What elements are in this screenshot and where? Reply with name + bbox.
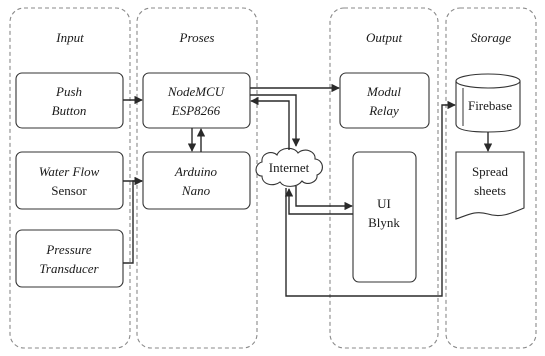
water-flow-sensor-node [15, 151, 124, 210]
column-title-input: Input [55, 30, 84, 45]
column-title-storage: Storage [471, 30, 512, 45]
arduino-label-line2: Nano [181, 183, 211, 198]
firebase-database [455, 73, 521, 133]
arduino-nano-node [142, 151, 251, 210]
modul-relay-node [339, 72, 430, 129]
nodemcu-label-line2: ESP8266 [171, 103, 221, 118]
link-internet-to-firebase [285, 100, 456, 297]
nodemcu-node [142, 72, 251, 129]
nodemcu-label-line1: NodeMCU [167, 84, 226, 99]
arrow-blynk-to-internet [284, 188, 353, 215]
push-button-label-line1: Push [55, 84, 82, 99]
water-flow-label-line2: Sensor [51, 183, 87, 198]
modul-relay-label-line2: Relay [368, 103, 399, 118]
arrow-internet-to-nodemcu-inner [250, 96, 290, 150]
pressure-label-line1: Pressure [45, 242, 91, 257]
ui-blynk-node [352, 151, 417, 283]
modul-relay-label-line1: Modul [366, 84, 401, 99]
pressure-label-line2: Transducer [39, 261, 99, 276]
arrow-nodemcu-to-internet-outer [250, 94, 301, 147]
internet-label: Internet [269, 160, 310, 175]
column-storage [445, 7, 537, 349]
ui-blynk-label-line1: UI [377, 196, 391, 211]
arrow-pressure-to-arduino [123, 176, 143, 264]
column-output [329, 7, 439, 349]
spreadsheets-label-line1: Spread [472, 164, 509, 179]
spreadsheets-label-line2: sheets [474, 183, 506, 198]
spreadsheets-document [455, 151, 525, 220]
ui-blynk-label-line2: Blynk [368, 215, 400, 230]
firebase-label: Firebase [468, 98, 512, 113]
internet-cloud [255, 147, 323, 187]
column-title-proses: Proses [179, 30, 215, 45]
pressure-transducer-node [15, 229, 124, 288]
column-title-output: Output [366, 30, 403, 45]
push-button-label-line2: Button [52, 103, 87, 118]
arduino-label-line1: Arduino [174, 164, 218, 179]
arrow-internet-to-blynk [295, 186, 353, 211]
column-input [9, 7, 131, 349]
push-button-node [15, 72, 124, 129]
water-flow-label-line1: Water Flow [39, 164, 100, 179]
